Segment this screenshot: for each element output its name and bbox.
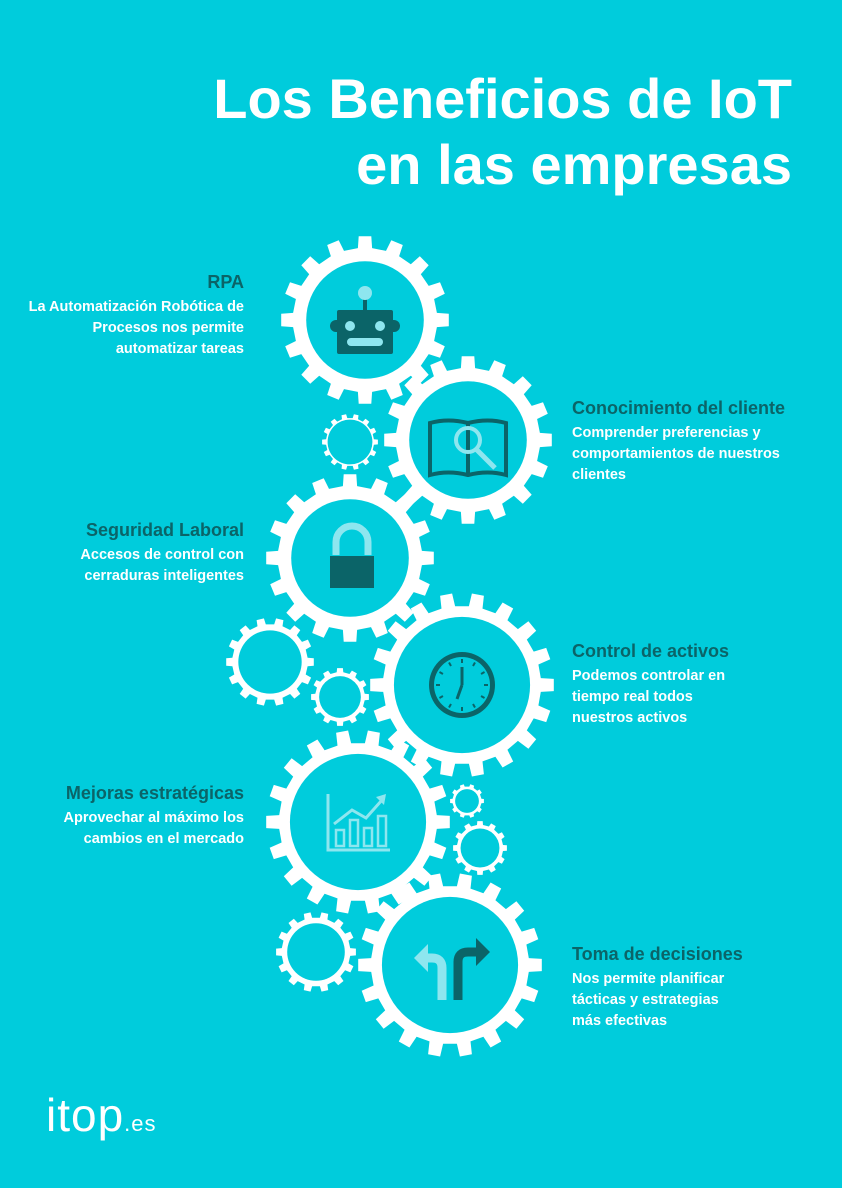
logo-suffix: .es [124, 1111, 157, 1136]
benefit-work-safety: Seguridad Laboral Accesos de control con… [0, 520, 244, 587]
gear-center [460, 828, 500, 868]
benefit-rpa: RPA La Automatización Robótica de Proces… [0, 272, 244, 360]
clock-tick [472, 661, 476, 667]
itop-logo: itop.es [46, 1088, 157, 1142]
gear-center [319, 676, 361, 718]
clock-tick [438, 695, 444, 699]
benefit-text: Accesos de control con cerraduras inteli… [80, 547, 244, 584]
clock-tick [472, 703, 476, 709]
benefit-text: La Automatización Robótica de Procesos n… [28, 299, 244, 357]
robot-icon [330, 286, 400, 354]
benefit-heading: Conocimiento del cliente [572, 398, 786, 418]
clock-tick [480, 671, 486, 675]
title-line-2: en las empresas [356, 133, 792, 196]
benefit-text: Podemos controlar en tiempo real todos n… [572, 668, 726, 726]
benefit-heading: Control de activos [572, 641, 730, 661]
gear-center [455, 789, 479, 813]
clock-tick [448, 661, 452, 667]
chart-icon [326, 794, 390, 852]
title-line-1: Los Beneficios de IoT [213, 67, 792, 130]
gear-center [327, 419, 373, 465]
benefit-customer-knowledge: Conocimiento del cliente Comprender pref… [572, 398, 822, 486]
benefit-heading: RPA [207, 272, 244, 292]
clock-icon [429, 652, 495, 718]
clock-tick [480, 695, 486, 699]
gear-center [287, 923, 345, 981]
turn-arrow-icon [414, 938, 490, 1000]
benefit-decisions: Toma de decisiones Nos permite planifica… [572, 944, 832, 1032]
benefit-text: Aprovechar al máximo los cambios en el m… [63, 810, 244, 847]
benefit-heading: Toma de decisiones [572, 944, 743, 964]
benefit-asset-control: Control de activos Podemos controlar en … [572, 641, 832, 729]
clock-tick [448, 703, 452, 709]
benefit-heading: Mejoras estratégicas [65, 783, 244, 803]
page-title: Los Beneficios de IoT en las empresas [213, 66, 792, 198]
logo-name: itop [46, 1089, 125, 1141]
benefit-strategic: Mejoras estratégicas Aprovechar al máxim… [0, 783, 244, 850]
benefit-heading: Seguridad Laboral [85, 520, 244, 540]
book-search-icon [428, 418, 508, 478]
gear-center [238, 630, 302, 694]
clock-tick [438, 671, 444, 675]
gear-center [381, 896, 519, 1034]
benefit-text: Nos permite planificar tácticas y estrat… [572, 971, 725, 1029]
benefit-text: Comprender preferencias y comportamiento… [572, 425, 780, 483]
lock-icon [330, 522, 374, 588]
